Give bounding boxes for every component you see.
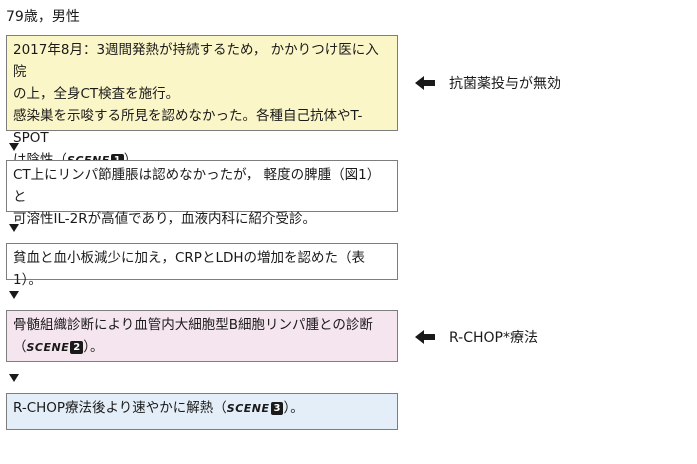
step-box-initial-workup: 2017年8月：3週間発熱が持続するため， かかりつけ医に入院 の上，全身CT検… [6,35,398,168]
step2-line1: CT上にリンパ節腫脹は認めなかったが， 軽度の脾腫（図1）と [13,167,381,205]
down-arrow-icon [9,143,19,151]
step-box-lab-findings: 貧血と血小板減少に加え，CRPとLDHの増加を認めた（表1）。 [6,243,398,288]
patient-header: 79歳，男性 [6,9,80,25]
step4-line1: 骨髄組織診断により血管内大細胞型B細胞リンパ腫との診断 [13,317,373,333]
scene-number-badge: 2 [70,341,84,354]
left-arrow-icon [415,330,435,344]
step1-line3: 感染巣を示唆する所見を認めなかった。各種自己抗体やT-SPOT [13,108,363,146]
scene-number-badge: 3 [270,402,284,415]
step1-line1: 2017年8月：3週間発熱が持続するため， かかりつけ医に入院 [13,42,379,80]
scene-label: SCENE [226,402,270,415]
down-arrow-icon [9,374,19,382]
step3-line1: 貧血と血小板減少に加え，CRPとLDHの増加を認めた（表1）。 [13,250,366,288]
left-arrow-icon [415,76,435,90]
scene-label: SCENE [26,341,70,354]
step4-line2-post: ）。 [83,339,104,355]
step2-line2: 可溶性IL-2Rが高値であり，血液内科に紹介受診。 [13,211,317,227]
step5-line1-post: ）。 [283,400,304,416]
step-box-referral: CT上にリンパ節腫脹は認めなかったが， 軽度の脾腫（図1）と 可溶性IL-2Rが… [6,160,398,227]
side-note-rchop-text: R-CHOP*療法 [449,330,538,346]
side-note-antibiotics: 抗菌薬投与が無効 [415,73,561,93]
down-arrow-icon [9,224,19,232]
step1-line2: の上，全身CT検査を施行。 [13,86,180,102]
side-note-antibiotics-text: 抗菌薬投与が無効 [449,76,561,92]
side-note-rchop: R-CHOP*療法 [415,327,538,347]
step5-line1-pre: R-CHOP療法後より速やかに解熱（ [13,400,227,416]
step4-line2-pre: （ [13,339,27,355]
down-arrow-icon [9,291,19,299]
